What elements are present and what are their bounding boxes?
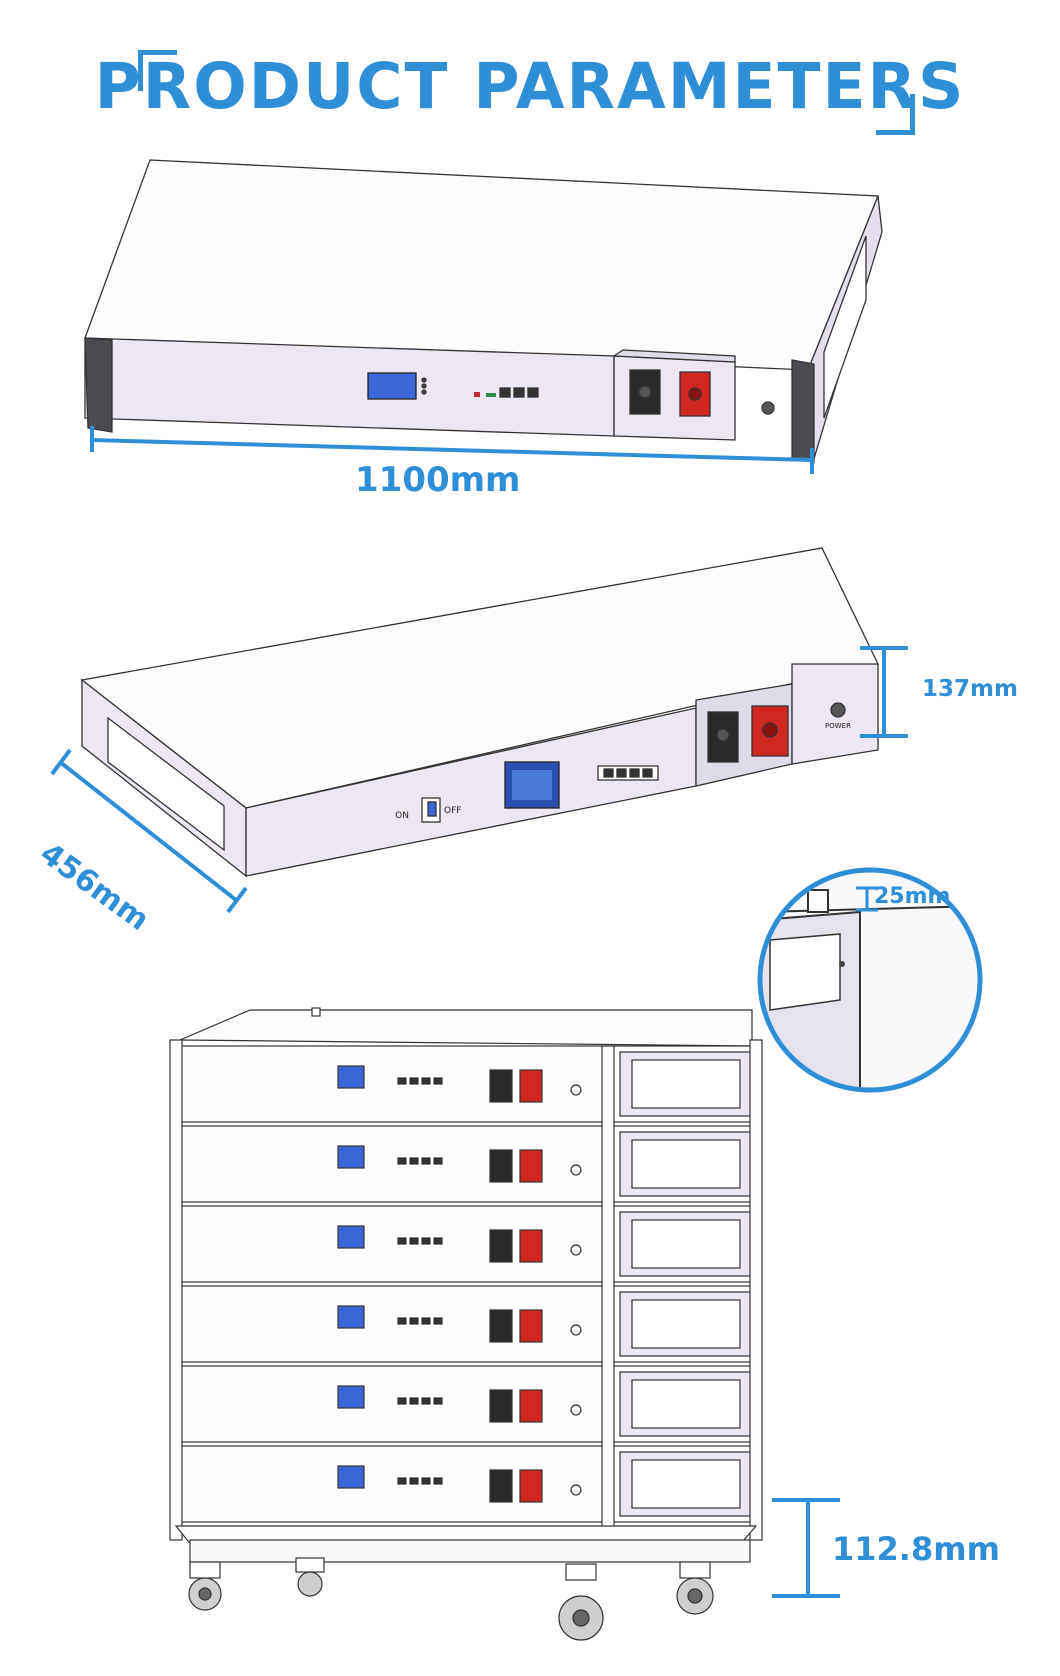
base-height-dimension-label: 112.8mm — [832, 1530, 1000, 1568]
gap-dimension-label: 25mm — [874, 884, 951, 909]
power-label: POWER — [825, 722, 851, 730]
on-label: ON — [395, 811, 409, 821]
battery-rear-view — [80, 547, 879, 878]
battery-stack-view — [169, 1007, 763, 1641]
base-height-dimension-line — [772, 1498, 840, 1598]
battery-front-view — [84, 159, 883, 464]
page-title: PRODUCT PARAMETERS — [94, 50, 966, 123]
length-dimension-line — [90, 426, 814, 474]
length-dimension-label: 1100mm — [355, 460, 521, 500]
title-bracket-right — [876, 94, 915, 135]
off-label: OFF — [444, 806, 461, 816]
zoom-detail-circle — [757, 867, 983, 1093]
height-dimension-line — [860, 646, 908, 738]
depth-dimension-line — [50, 748, 248, 914]
title-bracket-left — [138, 50, 177, 91]
height-dimension-label: 137mm — [922, 676, 1018, 702]
